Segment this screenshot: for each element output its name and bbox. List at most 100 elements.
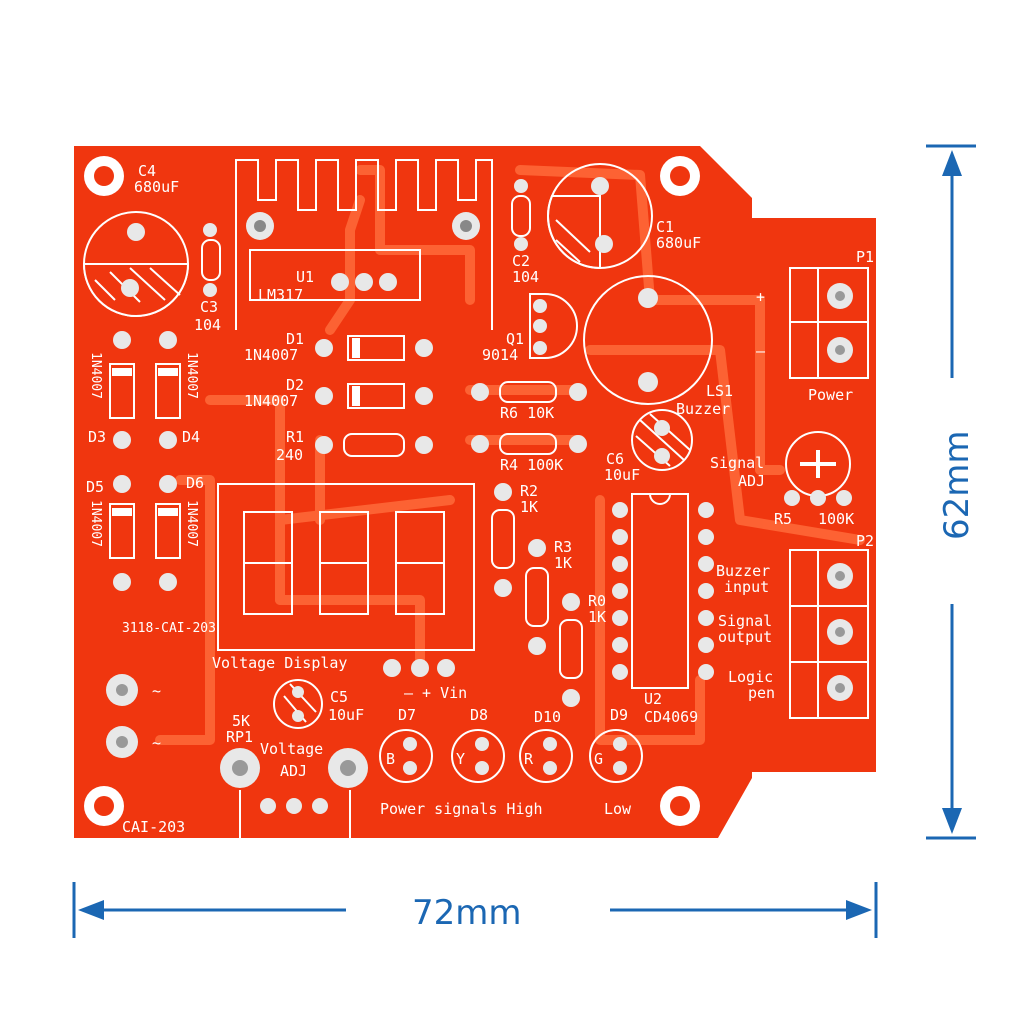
r3-label: R3 xyxy=(554,538,572,556)
d3-value: 1N4007 xyxy=(88,352,103,399)
c4-footprint xyxy=(82,211,190,317)
voltage-display-label: Voltage Display xyxy=(212,654,347,672)
height-dimension xyxy=(926,144,976,840)
display-code-label: 3118-CAI-203 xyxy=(122,621,216,636)
p1-label: P1 xyxy=(856,248,874,266)
ls1-footprint xyxy=(631,409,693,471)
r6-footprint xyxy=(471,381,587,403)
c1-value: 680uF xyxy=(656,234,701,252)
voltage-label: Voltage xyxy=(260,740,323,758)
buzzer-input-label-1: Buzzer xyxy=(716,562,770,580)
mount-hole-top-right xyxy=(660,156,700,196)
led-footprints xyxy=(379,729,643,783)
ac-input-pads xyxy=(106,674,138,758)
u1-value: LM317 xyxy=(258,286,303,304)
buzzer-footprint xyxy=(583,275,713,405)
mounting-holes xyxy=(84,156,700,826)
heatsink-silkscreen xyxy=(235,159,493,330)
d7-label: D7 xyxy=(398,706,416,724)
d1-label: D1 xyxy=(286,330,304,348)
c4-value: 680uF xyxy=(134,178,179,196)
d10-label: D10 xyxy=(534,708,561,726)
led-d7 xyxy=(379,729,433,783)
c4-label: C4 xyxy=(138,162,156,180)
r2-value: 1K xyxy=(520,498,538,516)
r0-footprint xyxy=(559,593,583,707)
r1-value: 240 xyxy=(276,446,303,464)
rp1-potentiometer-footprint xyxy=(220,748,368,838)
d3-footprint xyxy=(109,331,135,449)
d5-value: 1N4007 xyxy=(88,500,103,547)
d5-label: D5 xyxy=(86,478,104,496)
heatsink-screw-right xyxy=(452,212,480,240)
c3-label: C3 xyxy=(200,298,218,316)
plus-label: + xyxy=(756,288,765,306)
c3-footprint xyxy=(201,223,221,297)
p2-label: P2 xyxy=(856,532,874,550)
mount-hole-bottom-right xyxy=(660,786,700,826)
c5-label: C5 xyxy=(330,688,348,706)
q1-value: 9014 xyxy=(482,346,518,364)
d8-label: D8 xyxy=(470,706,488,724)
buzzer-input-label-2: input xyxy=(724,578,769,596)
board-name-label: CAI-203 xyxy=(122,818,185,836)
d3-label: D3 xyxy=(88,428,106,446)
led-d10 xyxy=(519,729,573,783)
buzzer-label: Buzzer xyxy=(676,400,730,418)
r5-potentiometer-footprint xyxy=(784,431,852,506)
mount-hole-bottom-left xyxy=(84,786,124,826)
ac-tilde-1: ~ xyxy=(152,682,161,700)
d5-footprint xyxy=(109,475,135,591)
u1-label: U1 xyxy=(296,268,314,286)
d1-value: 1N4007 xyxy=(244,346,298,364)
ls1-label: LS1 xyxy=(706,382,733,400)
c3-value: 104 xyxy=(194,316,221,334)
r2-footprint xyxy=(491,483,515,597)
signal-output-label-2: output xyxy=(718,628,772,646)
rp1-label: RP1 xyxy=(226,728,253,746)
logic-pen-label-2: pen xyxy=(748,684,775,702)
signal-output-label-1: Signal xyxy=(718,612,772,630)
c1-label: C1 xyxy=(656,218,674,236)
d4-label: D4 xyxy=(182,428,200,446)
q1-footprint xyxy=(529,293,578,359)
u2-footprint xyxy=(612,493,714,689)
p1-terminal-footprint xyxy=(789,267,869,379)
signal-adj-label-1: Signal xyxy=(710,454,764,472)
r3-value: 1K xyxy=(554,554,572,572)
signal-adj-label-2: ADJ xyxy=(738,472,765,490)
width-dimension-label: 72mm xyxy=(412,893,522,933)
c6-value: 10uF xyxy=(604,466,640,484)
low-label: Low xyxy=(604,800,632,818)
led-y-label: Y xyxy=(456,750,465,768)
d4-footprint xyxy=(155,331,181,449)
adj-label: ADJ xyxy=(280,762,307,780)
d2-value: 1N4007 xyxy=(244,392,298,410)
copper-traces xyxy=(155,165,865,745)
r6-label: R6 10K xyxy=(500,404,554,422)
vin-label: — + Vin xyxy=(404,684,467,702)
d2-label: D2 xyxy=(286,376,304,394)
c2-value: 104 xyxy=(512,268,539,286)
silkscreen-labels: C4 680uF C1 680uF C2 104 C3 104 U1 LM317… xyxy=(86,162,874,836)
d2-footprint xyxy=(315,383,433,409)
led-d8 xyxy=(451,729,505,783)
led-r-label: R xyxy=(524,750,534,768)
r4-footprint xyxy=(471,433,587,455)
height-dimension-label: 62mm xyxy=(937,430,977,540)
d6-label: D6 xyxy=(186,474,204,492)
r2-label: R2 xyxy=(520,482,538,500)
d1-footprint xyxy=(315,335,433,361)
r5-value: 100K xyxy=(818,510,854,528)
heatsink-screw-left xyxy=(246,212,274,240)
power-label: Power xyxy=(808,386,853,404)
r1-label: R1 xyxy=(286,428,304,446)
voltage-display-footprint xyxy=(217,483,475,651)
c5-value: 10uF xyxy=(328,706,364,724)
d9-label: D9 xyxy=(610,706,628,724)
c1-footprint xyxy=(547,163,653,270)
d6-footprint xyxy=(155,475,181,591)
u2-value: CD4069 xyxy=(644,708,698,726)
led-d9 xyxy=(589,729,643,783)
